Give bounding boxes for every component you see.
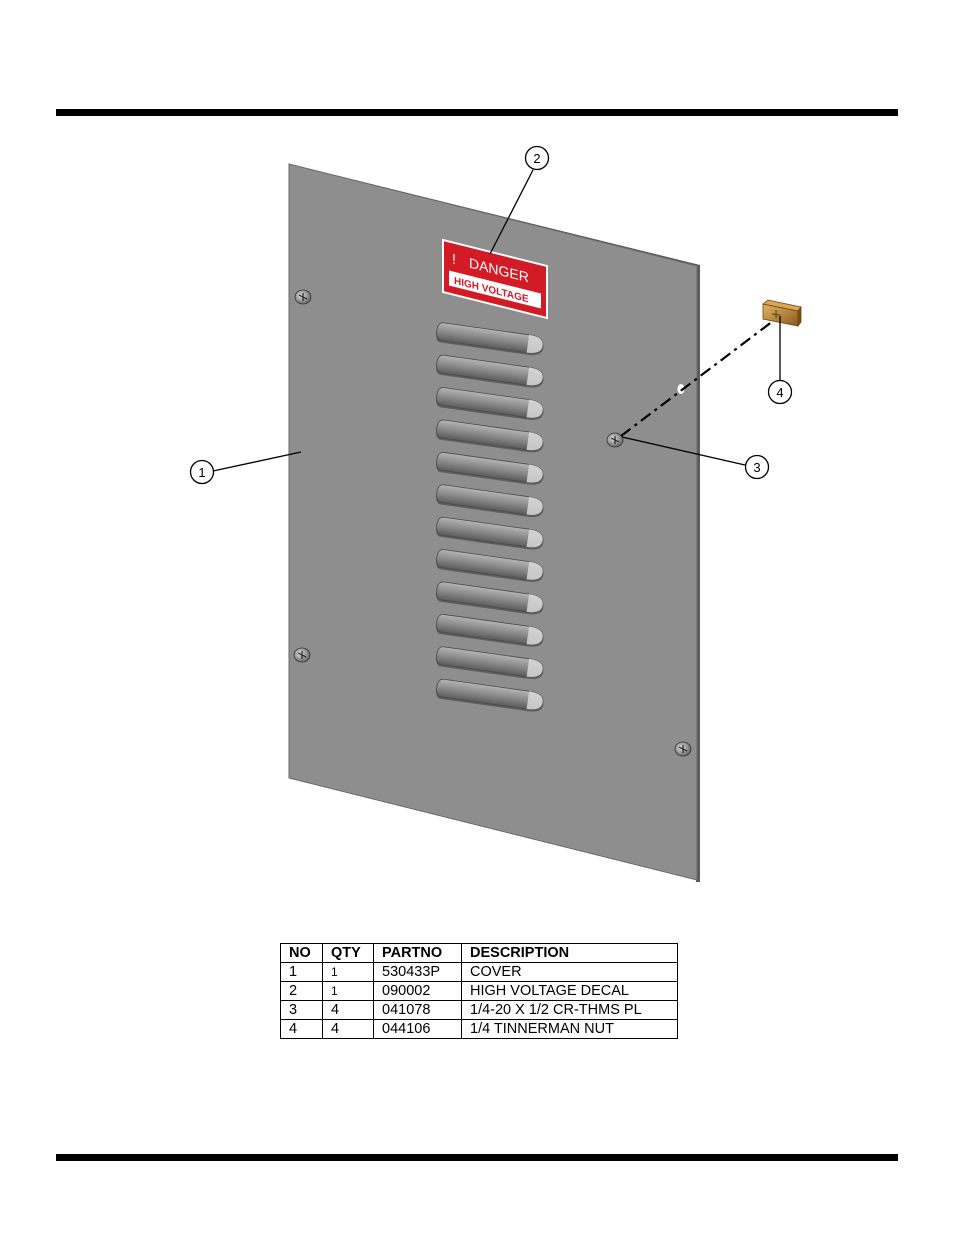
cell-description: COVER bbox=[461, 962, 678, 982]
svg-text:4: 4 bbox=[776, 385, 783, 400]
tinnerman-nut bbox=[762, 299, 802, 328]
louver-vent bbox=[436, 387, 544, 420]
louver-vent bbox=[436, 484, 544, 518]
cell-partno: 530433P bbox=[373, 962, 462, 982]
cell-qty: 4 bbox=[322, 1000, 374, 1020]
louver-vent bbox=[436, 613, 544, 647]
leader-line-3 bbox=[621, 436, 746, 466]
callout-2: 2 bbox=[524, 145, 550, 171]
louver-vent bbox=[436, 354, 544, 388]
decal-subtitle-band bbox=[449, 270, 541, 309]
header-qty: QTY bbox=[322, 943, 374, 963]
louver-vent bbox=[436, 516, 544, 550]
table-row: 2 1 090002 HIGH VOLTAGE DECAL bbox=[280, 981, 678, 1001]
high-voltage-decal: ! DANGER HIGH VOLTAGE bbox=[442, 238, 548, 320]
svg-text:3: 3 bbox=[753, 460, 760, 475]
cover-panel bbox=[288, 163, 698, 881]
louver-vent bbox=[436, 451, 544, 485]
louver-vent bbox=[436, 581, 544, 615]
decal-symbol: ! bbox=[452, 251, 456, 268]
table-row: 4 4 044106 1/4 TINNERMAN NUT bbox=[280, 1019, 678, 1039]
cell-partno: 044106 bbox=[373, 1019, 462, 1039]
footer-rule bbox=[56, 1154, 898, 1161]
header-rule bbox=[56, 109, 898, 116]
louver-vent bbox=[436, 646, 544, 680]
louver-vent bbox=[436, 419, 544, 453]
header-partno: PARTNO bbox=[373, 943, 462, 963]
louver-vent bbox=[436, 549, 544, 582]
callout-3: 3 bbox=[744, 454, 770, 480]
louver-vent bbox=[436, 322, 544, 356]
svg-text:2: 2 bbox=[533, 151, 540, 166]
cell-no: 1 bbox=[280, 962, 323, 982]
cell-no: 2 bbox=[280, 981, 323, 1001]
screw-bottom-right bbox=[674, 741, 692, 757]
screw-top-left bbox=[294, 289, 312, 305]
cell-description: 1/4 TINNERMAN NUT bbox=[461, 1019, 678, 1039]
header-no: NO bbox=[280, 943, 323, 963]
assembly-path-line bbox=[620, 317, 778, 437]
cell-no: 3 bbox=[280, 1000, 323, 1020]
screw-right-installed bbox=[606, 432, 624, 448]
cell-qty: 1 bbox=[322, 981, 374, 1001]
cell-qty: 1 bbox=[322, 962, 374, 982]
cell-partno: 041078 bbox=[373, 1000, 462, 1020]
exploded-view-diagram: ! DANGER HIGH VOLTAGE 1 bbox=[189, 145, 802, 882]
cell-description: 1/4-20 X 1/2 CR-THMS PL bbox=[461, 1000, 678, 1020]
cell-qty: 4 bbox=[322, 1019, 374, 1039]
svg-text:1: 1 bbox=[198, 465, 205, 480]
leader-line-2 bbox=[489, 169, 534, 255]
louver-group bbox=[436, 322, 544, 712]
parts-table: NO QTY PARTNO DESCRIPTION 1 1 530433P CO… bbox=[280, 943, 678, 1039]
table-row: 3 4 041078 1/4-20 X 1/2 CR-THMS PL bbox=[280, 1000, 678, 1020]
screw-mid-left bbox=[293, 647, 311, 663]
leader-line-1 bbox=[212, 451, 302, 472]
callout-4: 4 bbox=[767, 379, 793, 405]
header-description: DESCRIPTION bbox=[461, 943, 678, 963]
mounting-hole bbox=[677, 384, 685, 394]
cell-no: 4 bbox=[280, 1019, 323, 1039]
table-row: 1 1 530433P COVER bbox=[280, 962, 678, 982]
cell-description: HIGH VOLTAGE DECAL bbox=[461, 981, 678, 1001]
parts-table-header-row: NO QTY PARTNO DESCRIPTION bbox=[280, 943, 678, 963]
cell-partno: 090002 bbox=[373, 981, 462, 1001]
callout-1: 1 bbox=[189, 459, 215, 485]
louver-vent bbox=[436, 678, 544, 712]
